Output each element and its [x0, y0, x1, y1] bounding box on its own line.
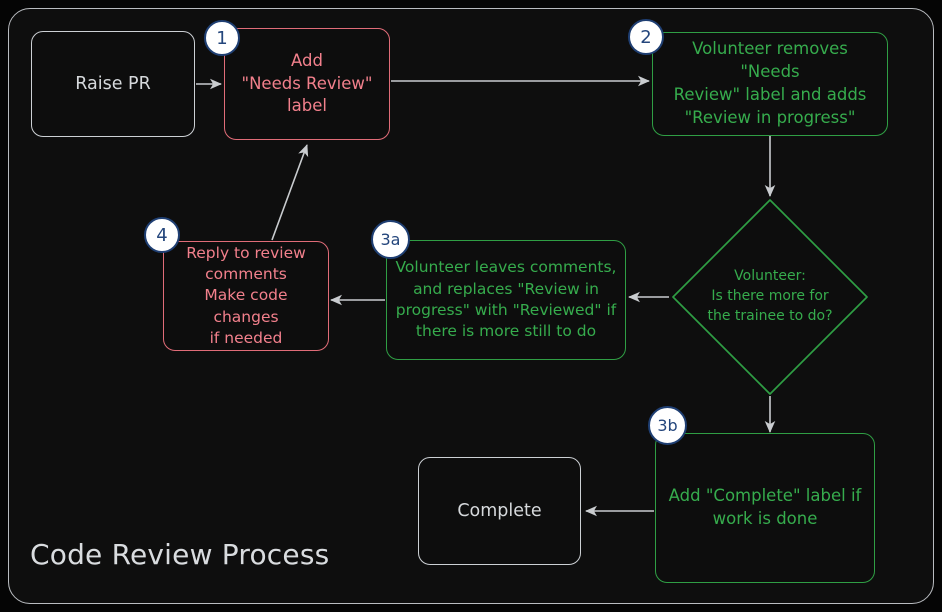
badge-step-1: 1 [204, 20, 240, 56]
diamond-shape [672, 199, 868, 395]
node-complete-label: Complete [457, 500, 542, 521]
badge-step-1-text: 1 [216, 27, 228, 49]
diagram-title: Code Review Process [30, 538, 330, 571]
node-raise-pr[interactable]: Raise PR [31, 31, 195, 137]
node-reply-to-review-comments-text: Reply to review comments Make code chang… [186, 243, 306, 348]
badge-step-2-text: 2 [640, 26, 652, 48]
node-volunteer-removes-label[interactable]: Volunteer removes "Needs Review" label a… [652, 32, 888, 136]
badge-step-2: 2 [628, 19, 664, 55]
node-volunteer-leaves-comments[interactable]: Volunteer leaves comments, and replaces … [386, 240, 626, 360]
node-add-complete-label-text: Add "Complete" label if work is done [668, 486, 862, 528]
badge-step-3b: 3b [648, 406, 687, 445]
node-reply-to-review-comments[interactable]: Reply to review comments Make code chang… [163, 241, 329, 351]
node-volunteer-decision[interactable]: Volunteer: Is there more for the trainee… [670, 197, 870, 397]
node-add-needs-review-label-text: Add "Needs Review" label [241, 50, 373, 116]
node-volunteer-removes-label-text: Volunteer removes "Needs Review" label a… [673, 39, 867, 127]
node-add-needs-review-label[interactable]: Add "Needs Review" label [224, 28, 390, 140]
node-add-complete-label[interactable]: Add "Complete" label if work is done [655, 433, 875, 583]
node-raise-pr-label: Raise PR [75, 73, 151, 94]
badge-step-3a-text: 3a [380, 230, 401, 249]
badge-step-3a: 3a [371, 220, 410, 259]
badge-step-3b-text: 3b [657, 416, 678, 435]
badge-step-4-text: 4 [156, 224, 168, 246]
node-volunteer-leaves-comments-text: Volunteer leaves comments, and replaces … [395, 258, 617, 341]
badge-step-4: 4 [144, 217, 180, 253]
node-complete[interactable]: Complete [418, 457, 581, 565]
node-volunteer-decision-label: Volunteer: Is there more for the trainee… [707, 268, 833, 324]
